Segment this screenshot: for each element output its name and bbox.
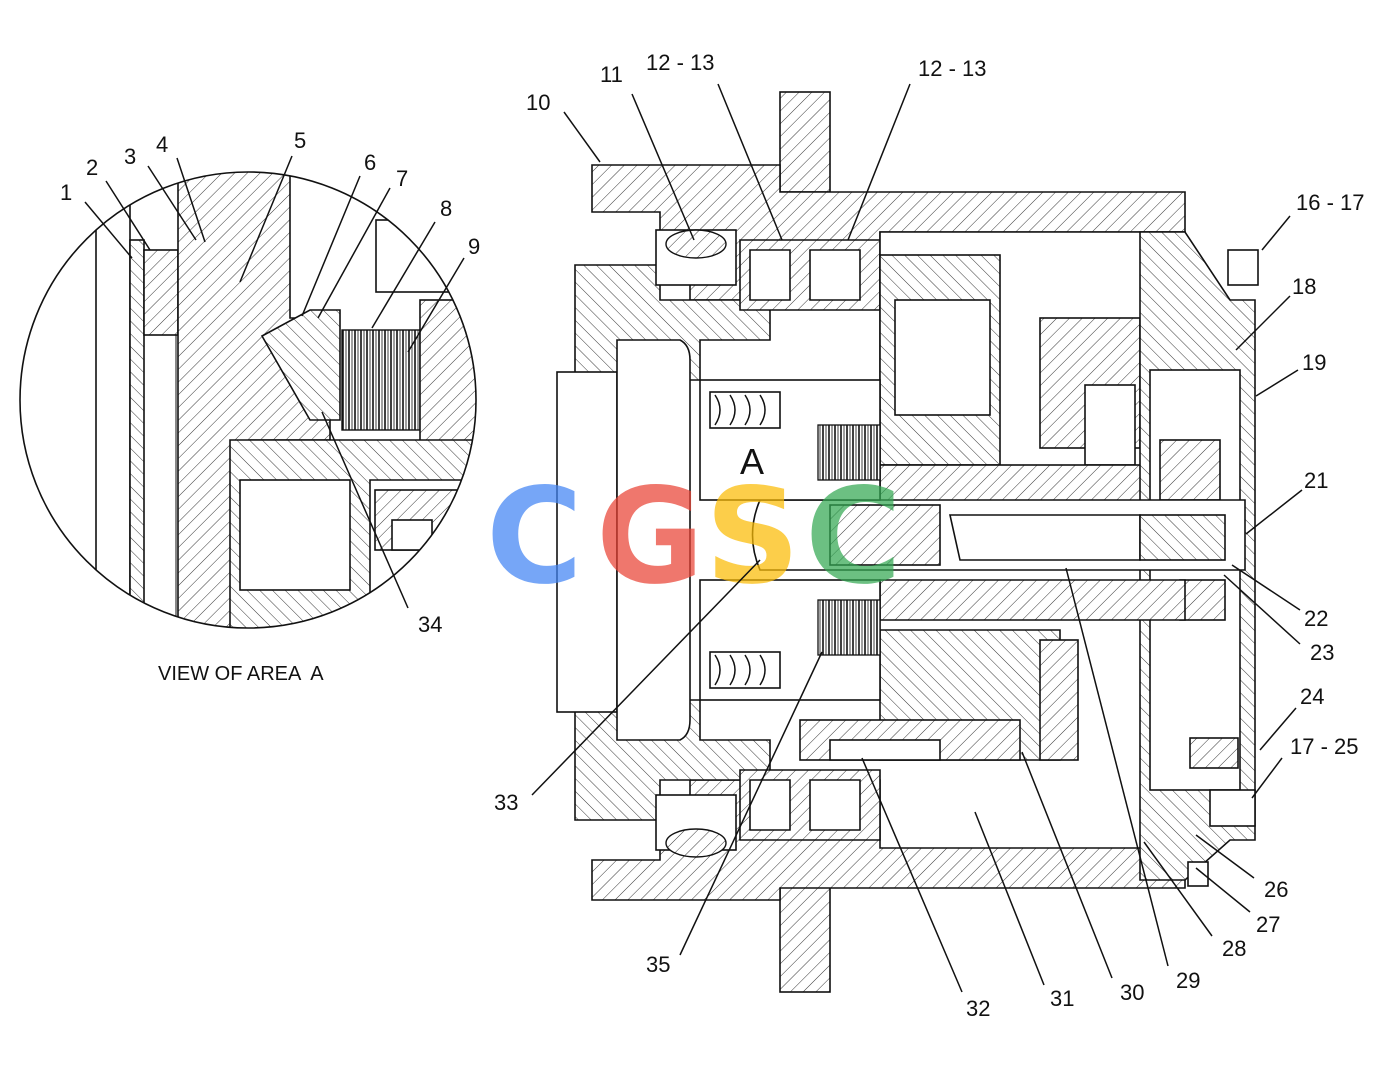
view-caption: VIEW OF AREA A [158, 663, 324, 685]
cgsc-watermark: C G S C [486, 460, 902, 614]
callout-34: 34 [418, 612, 442, 637]
callout-17-25: 17 - 25 [1290, 734, 1359, 759]
callout-4: 4 [156, 132, 168, 157]
callout-33: 33 [494, 790, 518, 815]
callout-12-13-right: 12 - 13 [918, 56, 987, 81]
callout-21: 21 [1304, 468, 1328, 493]
watermark-letter: S [705, 460, 800, 614]
callout-24: 24 [1300, 684, 1324, 709]
detail-view-area-a [19, 171, 477, 629]
callout-5: 5 [294, 128, 306, 153]
callout-16-17: 16 - 17 [1296, 190, 1365, 215]
watermark-letter: G [596, 460, 704, 614]
callout-3: 3 [124, 144, 136, 169]
callout-29: 29 [1176, 968, 1200, 993]
callout-18: 18 [1292, 274, 1316, 299]
callout-31: 31 [1050, 986, 1074, 1011]
callout-6: 6 [364, 150, 376, 175]
callout-35: 35 [646, 952, 670, 977]
callout-27: 27 [1256, 912, 1280, 937]
callout-30: 30 [1120, 980, 1144, 1005]
main-section-view [556, 91, 1259, 993]
callout-26: 26 [1264, 877, 1288, 902]
callout-9: 9 [468, 234, 480, 259]
callout-12-13-left: 12 - 13 [646, 50, 715, 75]
callout-labels: 1 2 3 4 5 6 7 8 9 34 10 11 12 - 13 12 - … [60, 50, 1365, 1021]
callout-22: 22 [1304, 606, 1328, 631]
callout-2: 2 [86, 155, 98, 180]
callout-10: 10 [526, 90, 550, 115]
callout-7: 7 [396, 166, 408, 191]
area-a-marker: A [740, 441, 764, 482]
callout-23: 23 [1310, 640, 1334, 665]
watermark-letter: C [805, 460, 902, 614]
callout-28: 28 [1222, 936, 1246, 961]
callout-8: 8 [440, 196, 452, 221]
callout-19: 19 [1302, 350, 1326, 375]
watermark-letter: C [486, 460, 583, 614]
callout-11: 11 [600, 62, 623, 87]
leader-lines [84, 83, 1303, 993]
callout-32: 32 [966, 996, 990, 1021]
callout-1: 1 [60, 180, 72, 205]
